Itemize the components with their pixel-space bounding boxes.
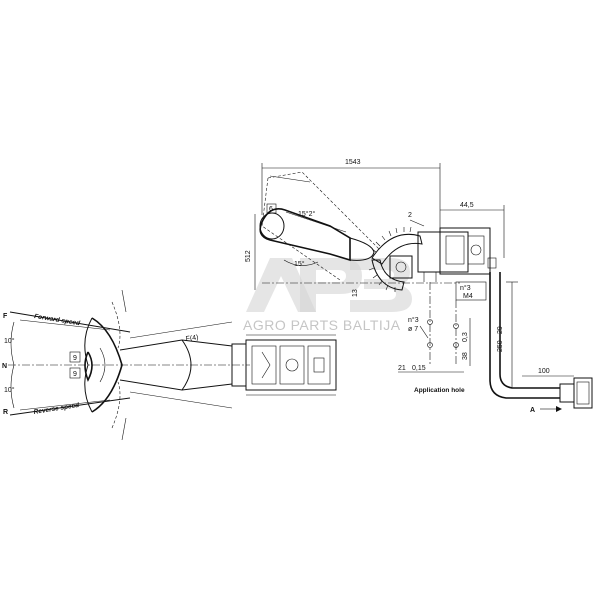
dim-0-3: 0,3 — [462, 332, 469, 342]
left-view: F N R 10° 10° Forward speed Reverse spee… — [2, 289, 337, 441]
dim-512: 512 — [245, 250, 252, 262]
box-bottom-value: 9 — [73, 371, 77, 378]
dim-6: 6 — [269, 206, 273, 213]
dim-21: 21 — [398, 365, 406, 372]
application-hole-label: Application hole — [414, 387, 465, 394]
right-view: 1543 512 15°2° 6 15° 13 2 — [245, 159, 593, 414]
dim-13: 13 — [352, 289, 359, 297]
dim-n3-7-b: ø 7 — [408, 326, 418, 333]
dim-n3-m4-a: n°3 — [460, 284, 471, 292]
dim-n3-m4-b: M4 — [463, 293, 473, 300]
watermark-logo — [246, 258, 412, 312]
label-n: N — [2, 363, 7, 370]
angle-bottom: 10° — [4, 386, 15, 394]
dim-15-2: 15°2° — [298, 210, 315, 218]
dim-1543: 1543 — [345, 159, 361, 166]
dim-44-5: 44,5 — [460, 202, 474, 209]
dim-100: 100 — [538, 368, 550, 375]
dim-n3-7-a: n°3 — [408, 316, 419, 324]
arrow-a-label: A — [530, 407, 535, 414]
reverse-speed-label: Reverse speed — [33, 402, 80, 416]
dim-38: 38 — [462, 352, 469, 360]
watermark: AGRO PARTS BALTIJA — [243, 258, 412, 333]
dim-29: 29 — [497, 326, 504, 334]
box-top-value: 9 — [73, 355, 77, 362]
dim-250: 250 — [497, 340, 504, 352]
dim-0-15: 0,15 — [412, 365, 426, 372]
angle-top: 10° — [4, 337, 15, 345]
label-f: F — [3, 313, 8, 320]
travel-label: F(4) — [185, 334, 199, 343]
label-r: R — [3, 409, 8, 416]
dim-2: 2 — [408, 212, 412, 219]
dim-15: 15° — [294, 260, 305, 268]
watermark-subtitle: AGRO PARTS BALTIJA — [243, 317, 401, 333]
forward-speed-label: Forward speed — [34, 313, 82, 327]
